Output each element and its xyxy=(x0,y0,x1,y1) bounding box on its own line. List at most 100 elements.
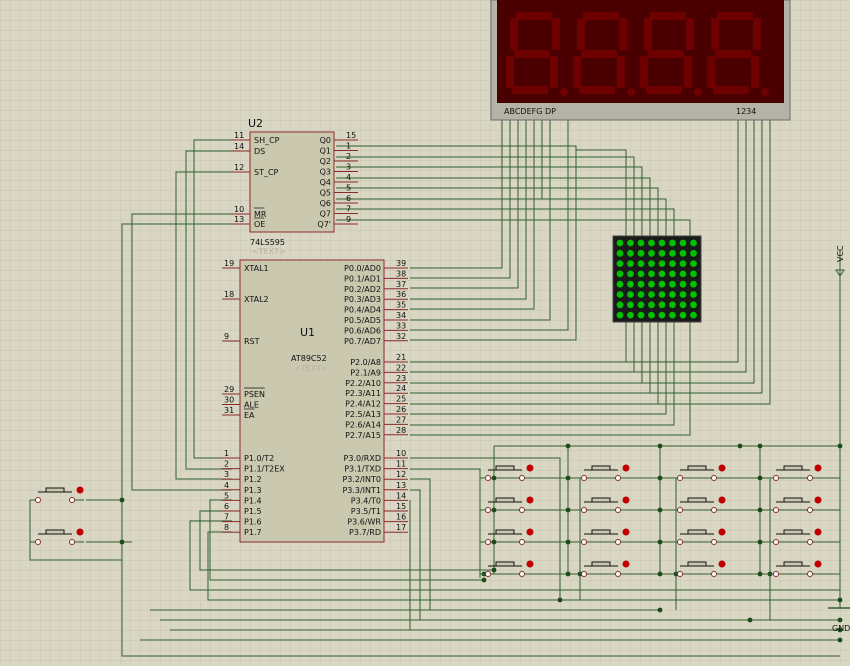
matrix-led xyxy=(637,270,645,278)
push-button[interactable] xyxy=(480,464,534,481)
button-actuator-icon[interactable] xyxy=(814,464,822,472)
button-actuator-icon[interactable] xyxy=(76,486,84,494)
u1-pin-3[interactable]: 3P1.2 xyxy=(222,470,262,484)
button-actuator-icon[interactable] xyxy=(526,528,534,536)
button-actuator-icon[interactable] xyxy=(526,560,534,568)
push-button[interactable] xyxy=(768,496,822,513)
button-actuator-icon[interactable] xyxy=(718,464,726,472)
button-actuator-icon[interactable] xyxy=(76,528,84,536)
push-button[interactable] xyxy=(576,496,630,513)
button-actuator-icon[interactable] xyxy=(622,464,630,472)
push-button[interactable] xyxy=(672,464,726,481)
u2-pin-9[interactable]: 9Q7' xyxy=(317,215,358,229)
u1-pin-1[interactable]: 1P1.0/T2 xyxy=(222,449,274,463)
pin-name: XTAL2 xyxy=(244,295,269,304)
push-button[interactable] xyxy=(768,528,822,545)
button-actuator-icon[interactable] xyxy=(814,560,822,568)
u2-pin-2[interactable]: 2Q2 xyxy=(320,152,358,166)
button-actuator-icon[interactable] xyxy=(622,560,630,568)
matrix-led xyxy=(627,270,634,278)
push-button[interactable] xyxy=(672,560,726,577)
push-button[interactable] xyxy=(672,496,726,513)
chip-u1[interactable]: U1 AT89C52 <TEXT> 19XTAL118XTAL29RST29PS… xyxy=(222,259,408,543)
button-actuator-icon[interactable] xyxy=(622,528,630,536)
button-actuator-icon[interactable] xyxy=(622,496,630,504)
push-button[interactable] xyxy=(672,528,726,545)
u1-pin-2[interactable]: 2P1.1/T2EX xyxy=(222,460,285,474)
u2-pin-3[interactable]: 3Q3 xyxy=(320,163,358,177)
push-button[interactable] xyxy=(768,464,822,481)
pin-number: 11 xyxy=(234,131,244,140)
button-actuator-icon[interactable] xyxy=(718,496,726,504)
push-button[interactable] xyxy=(30,486,84,503)
chip-u2[interactable]: U2 74LS595 <TEXT> 11SH_CP14DS12ST_CP10MR… xyxy=(232,117,358,256)
u2-pin-7[interactable]: 7Q7 xyxy=(320,205,358,219)
matrix-led xyxy=(637,239,645,247)
u2-pin-6[interactable]: 6Q6 xyxy=(320,194,358,208)
u1-pin-8[interactable]: 8P1.7 xyxy=(222,523,262,537)
push-button[interactable] xyxy=(576,528,630,545)
button-actuator-icon[interactable] xyxy=(814,496,822,504)
button-actuator-icon[interactable] xyxy=(718,560,726,568)
button-actuator-icon[interactable] xyxy=(526,464,534,472)
button-actuator-icon[interactable] xyxy=(526,496,534,504)
button-actuator-icon[interactable] xyxy=(814,528,822,536)
button-actuator-icon[interactable] xyxy=(718,528,726,536)
push-button[interactable] xyxy=(480,560,534,577)
push-button[interactable] xyxy=(576,464,630,481)
u1-pin-5[interactable]: 5P1.4 xyxy=(222,491,262,505)
u1-pin-7[interactable]: 7P1.6 xyxy=(222,513,262,527)
u2-pin-5[interactable]: 5Q5 xyxy=(320,184,358,198)
pin-number: 14 xyxy=(396,491,406,500)
push-button[interactable] xyxy=(30,528,84,545)
matrix-led xyxy=(627,291,634,298)
u2-pin-4[interactable]: 4Q4 xyxy=(320,173,358,187)
u1-pin-6[interactable]: 6P1.5 xyxy=(222,502,262,516)
u1-pin-4[interactable]: 4P1.3 xyxy=(222,481,262,495)
push-button[interactable] xyxy=(480,496,534,513)
push-button[interactable] xyxy=(480,528,534,545)
digit-3 xyxy=(640,12,702,96)
push-button[interactable] xyxy=(576,560,630,577)
vcc-label: VCC xyxy=(836,245,845,262)
u2-pin-1[interactable]: 1Q1 xyxy=(320,142,358,156)
push-button[interactable] xyxy=(768,560,822,577)
pin-number: 6 xyxy=(346,194,351,203)
